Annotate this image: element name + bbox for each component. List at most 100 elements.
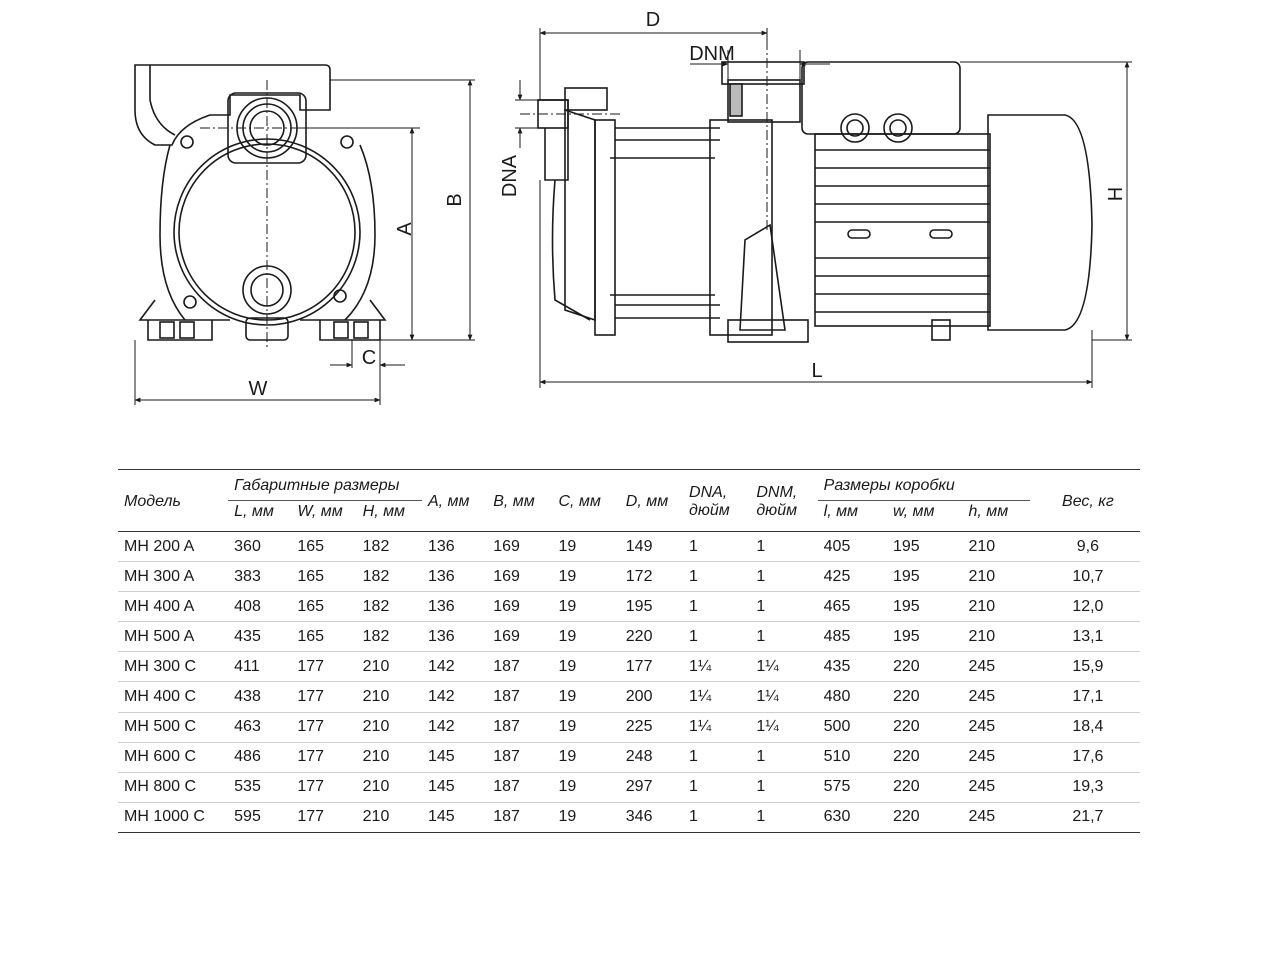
dim-w-label: W (249, 378, 268, 400)
table-cell: 19 (552, 621, 620, 653)
table-cell: 182 (356, 621, 422, 653)
table-cell: 195 (886, 591, 963, 623)
table-cell: 19 (552, 712, 620, 743)
table-cell: 435 (228, 621, 292, 653)
header-h: H, мм (356, 500, 422, 532)
header-b: B, мм (487, 468, 553, 532)
table-cell: 195 (886, 621, 963, 653)
table-cell: 187 (487, 772, 553, 803)
table-cell: 220 (886, 772, 963, 803)
dim-dnm-label: DNM (689, 43, 735, 65)
table-cell: 210 (356, 712, 422, 743)
table-cell: 165 (291, 621, 357, 653)
table-cell: 1 (683, 561, 751, 593)
table-cell: 145 (421, 772, 488, 803)
table-cell: 411 (228, 651, 292, 683)
table-cell: 480 (817, 681, 887, 713)
model-cell: MH 400 C (118, 681, 229, 713)
table-cell: 165 (291, 591, 357, 623)
header-box-w: w, мм (886, 500, 963, 532)
table-cell: 1 (750, 621, 818, 653)
table-cell: 575 (817, 772, 887, 803)
table-cell: 136 (421, 561, 488, 593)
table-cell: 1 (750, 591, 818, 623)
table-cell: 13,1 (1029, 621, 1140, 653)
dim-h-label: H (1105, 187, 1127, 201)
table-cell: 220 (886, 712, 963, 743)
table-cell: 17,1 (1029, 681, 1140, 713)
table-cell: 187 (487, 742, 553, 773)
header-a: A, мм (421, 468, 488, 532)
table-cell: 210 (962, 591, 1030, 623)
table-cell: 187 (487, 802, 553, 833)
table-cell: 220 (886, 681, 963, 713)
table-cell: 210 (356, 802, 422, 833)
table-cell: 19 (552, 531, 620, 563)
table-cell: 177 (291, 772, 357, 803)
table-cell: 463 (228, 712, 292, 743)
table-cell: 200 (619, 681, 684, 713)
table-cell: 187 (487, 681, 553, 713)
table-cell: 9,6 (1029, 531, 1140, 563)
table-cell: 19 (552, 742, 620, 773)
table-cell: 1 (750, 531, 818, 563)
table-cell: 408 (228, 591, 292, 623)
table-cell: 297 (619, 772, 684, 803)
table-cell: 1 (683, 591, 751, 623)
table-cell: 165 (291, 561, 357, 593)
table-cell: 182 (356, 561, 422, 593)
table-cell: 145 (421, 742, 488, 773)
table-cell: 21,7 (1029, 802, 1140, 833)
table-cell: 177 (619, 651, 684, 683)
table-cell: 195 (886, 561, 963, 593)
dim-b-label: B (444, 193, 466, 206)
model-cell: MH 500 C (118, 712, 229, 743)
header-l: L, мм (228, 500, 292, 532)
table-cell: 19,3 (1029, 772, 1140, 803)
table-cell: 245 (962, 802, 1030, 833)
header-d: D, мм (619, 468, 684, 532)
table-cell: 1¼ (750, 651, 818, 683)
table-cell: 136 (421, 531, 488, 563)
table-cell: 510 (817, 742, 887, 773)
table-cell: 18,4 (1029, 712, 1140, 743)
table-cell: 435 (817, 651, 887, 683)
table-cell: 360 (228, 531, 292, 563)
table-cell: 12,0 (1029, 591, 1140, 623)
table-cell: 1 (750, 802, 818, 833)
table-cell: 136 (421, 591, 488, 623)
table-cell: 177 (291, 742, 357, 773)
front-view (134, 64, 387, 341)
table-cell: 1 (683, 802, 751, 833)
model-cell: MH 200 A (118, 531, 229, 563)
table-cell: 187 (487, 712, 553, 743)
table-cell: 1 (750, 772, 818, 803)
dim-a-label: A (394, 222, 416, 236)
table-cell: 177 (291, 802, 357, 833)
table-cell: 210 (356, 651, 422, 683)
table-cell: 245 (962, 712, 1030, 743)
table-cell: 405 (817, 531, 887, 563)
model-cell: MH 300 C (118, 651, 229, 683)
table-cell: 19 (552, 802, 620, 833)
table-cell: 169 (487, 531, 553, 563)
table-cell: 1 (683, 531, 751, 563)
model-cell: MH 400 A (118, 591, 229, 623)
model-cell: MH 600 C (118, 742, 229, 773)
table-cell: 19 (552, 772, 620, 803)
dim-c-label: C (362, 347, 376, 369)
header-overall-dimensions: Габаритные размеры (228, 468, 422, 501)
pump-dimension-drawings: W A B C (134, 9, 1132, 405)
table-cell: 220 (886, 651, 963, 683)
table-cell: 220 (886, 742, 963, 773)
dim-l-label: L (811, 360, 822, 382)
table-cell: 210 (962, 531, 1030, 563)
model-cell: MH 1000 C (118, 802, 229, 833)
table-cell: 425 (817, 561, 887, 593)
table-cell: 210 (356, 742, 422, 773)
